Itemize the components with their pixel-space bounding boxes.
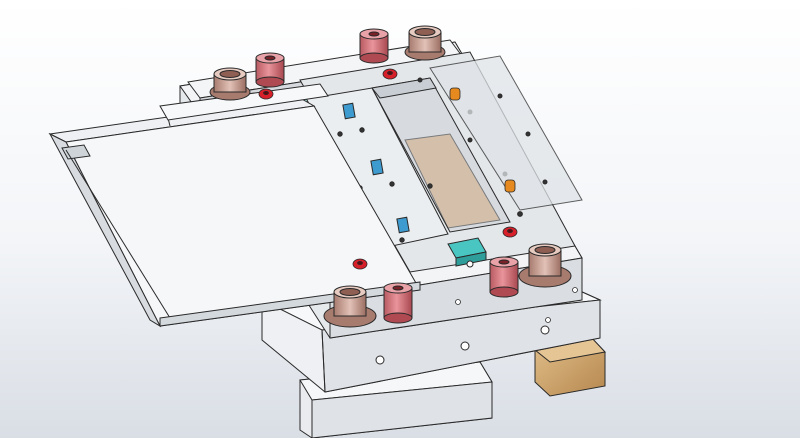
sensor-window-3-icon: [396, 216, 410, 234]
bushing-top-mid: [359, 28, 389, 64]
copper-bushing-bottom-right: [518, 243, 572, 288]
copper-bushing-top-right: [404, 25, 446, 61]
sensor-window-1-icon: [342, 102, 356, 120]
orange-pins: [449, 87, 516, 193]
red-screws: [258, 68, 518, 270]
bushing-bottom-right: [489, 256, 519, 298]
copper-bushing-bottom-left: [323, 285, 377, 328]
base-block-bottom: [299, 361, 493, 438]
bolt-holes: [455, 287, 578, 323]
sensor-block: [447, 237, 487, 268]
bushing-top-left: [255, 52, 285, 88]
copper-bushing-top-left: [209, 67, 251, 101]
transparent-cover: [429, 55, 583, 211]
bushing-bottom-mid: [383, 282, 413, 324]
slide-plate: [48, 97, 421, 328]
sensor-window-2-icon: [370, 158, 384, 176]
